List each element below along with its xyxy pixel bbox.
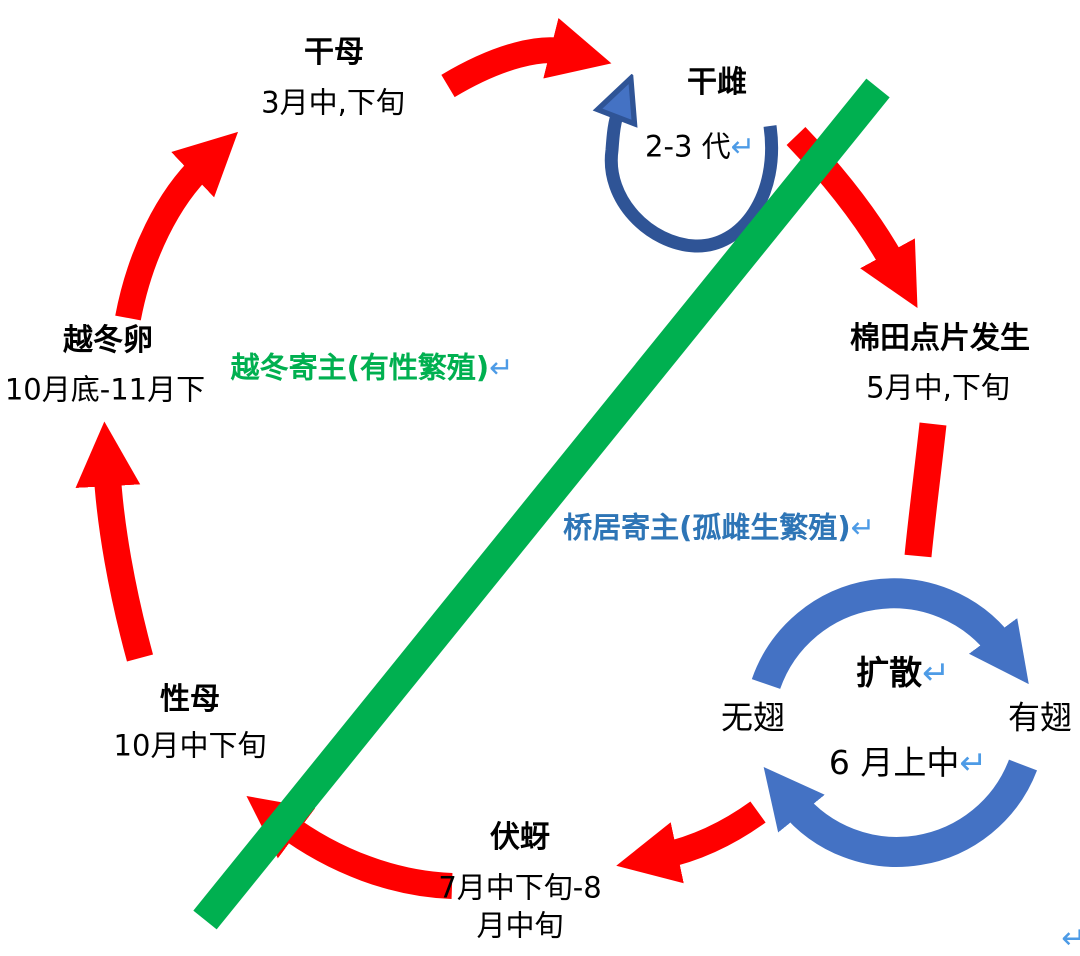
node-xingmu-title: 性母 (160, 681, 220, 717)
red-arrow-miantian-to-dispersal (904, 422, 947, 558)
red-arrow-yuedongluan-to-ganmu (115, 131, 239, 321)
return-mark-icon: ↵ (489, 350, 514, 385)
label-overwinter-host-text: 越冬寄主(有性繁殖) (230, 350, 490, 385)
node-yuedongluan-period: 10月底-11月下 (4, 372, 206, 407)
dispersal-period: 6 月上中↵ (829, 744, 987, 782)
label-bridge-host-text: 桥居寄主(孤雌生繁殖) (563, 510, 851, 545)
label-overwinter-host: 越冬寄主(有性繁殖)↵ (231, 351, 514, 384)
node-miantian-title: 棉田点片发生 (850, 320, 1030, 356)
return-mark-icon: ↵ (922, 653, 950, 693)
dispersal-title-text: 扩散 (856, 653, 923, 693)
node-fuya-period-line2: 月中旬 (476, 908, 564, 943)
red-arrow-xingmu-to-yuedongluan (75, 421, 154, 662)
red-arrow-dispersal-to-fuya (616, 801, 766, 884)
corner-return-mark-icon: ↵ (1061, 920, 1080, 956)
dispersal-period-text: 6 月上中 (828, 743, 960, 783)
node-ganci-generations-text: 2-3 代 (645, 129, 731, 164)
node-yuedongluan-title: 越冬卵 (63, 322, 153, 358)
node-fuya-period-line1: 7月中下旬-8 (438, 870, 602, 905)
dispersal-title: 扩散↵ (856, 654, 950, 692)
dispersal-left-label: 无翅 (720, 698, 786, 737)
node-ganmu-title: 干母 (304, 34, 364, 70)
return-mark-icon: ↵ (730, 129, 755, 164)
node-ganci-generations: 2-3 代↵ (645, 130, 755, 163)
dispersal-arc-top (751, 578, 1029, 690)
node-xingmu-period: 10月中下旬 (113, 728, 267, 763)
label-bridge-host: 桥居寄主(孤雌生繁殖)↵ (563, 511, 875, 544)
return-mark-icon: ↵ (959, 743, 988, 783)
node-ganmu-period: 3月中,下旬 (261, 85, 405, 120)
node-ganci-title: 干雌 (687, 64, 747, 100)
dispersal-right-label: 有翅 (1007, 698, 1073, 737)
dispersal-arc-bottom (763, 759, 1038, 867)
node-fuya-title: 伏蚜 (490, 819, 550, 855)
return-mark-icon: ↵ (850, 510, 875, 545)
green-divider-line (193, 78, 890, 930)
red-arrow-fuya-to-xingmu (246, 796, 453, 899)
node-miantian-period: 5月中,下旬 (866, 370, 1010, 405)
red-arrow-ganmu-to-ganci (441, 17, 612, 98)
self-loop-arrow-ganci (611, 109, 778, 253)
